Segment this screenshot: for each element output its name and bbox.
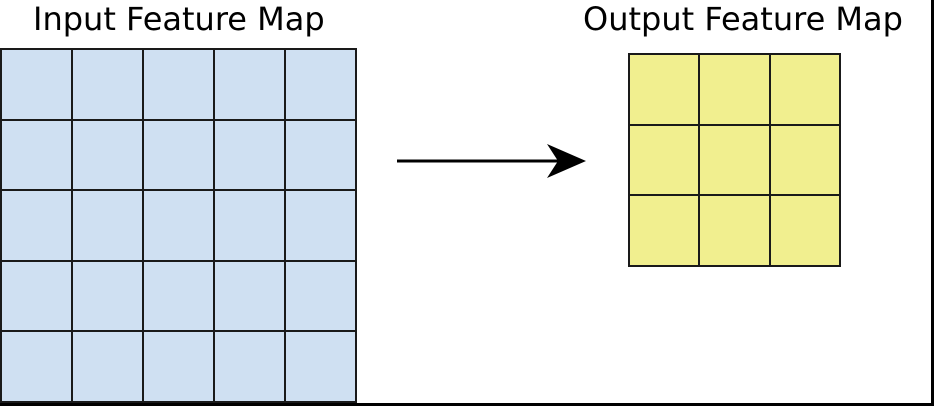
grid-cell — [630, 196, 699, 265]
figure-border-right — [931, 0, 934, 406]
input-feature-map-title: Input Feature Map — [33, 0, 325, 38]
input-feature-map-grid — [0, 48, 357, 403]
grid-cell — [2, 120, 71, 190]
grid-cell — [73, 120, 142, 190]
grid-cell — [73, 261, 142, 331]
grid-cell — [144, 191, 213, 260]
grid-cell — [2, 261, 71, 331]
arrow-head — [547, 144, 586, 178]
grid-cell — [73, 191, 142, 260]
grid-cell — [2, 332, 71, 401]
grid-cell — [215, 261, 284, 331]
grid-cell — [215, 191, 284, 260]
grid-cell — [286, 261, 355, 331]
output-feature-map-title: Output Feature Map — [583, 0, 903, 38]
grid-cell — [700, 125, 769, 195]
grid-cell — [286, 50, 355, 119]
grid-cell — [630, 55, 699, 124]
right-arrow-icon — [397, 144, 586, 178]
grid-cell — [2, 50, 71, 119]
grid-cell — [215, 332, 284, 401]
grid-cell — [286, 332, 355, 401]
grid-cell — [770, 125, 839, 195]
grid-cell — [144, 332, 213, 401]
grid-cell — [700, 196, 769, 265]
output-feature-map-grid — [628, 53, 841, 267]
grid-cell — [144, 261, 213, 331]
grid-cell — [286, 191, 355, 260]
grid-cell — [144, 50, 213, 119]
grid-cell — [73, 50, 142, 119]
grid-cell — [215, 50, 284, 119]
grid-cell — [630, 125, 699, 195]
grid-cell — [144, 120, 213, 190]
grid-cell — [286, 120, 355, 190]
grid-cell — [2, 191, 71, 260]
grid-cell — [700, 55, 769, 124]
grid-cell — [215, 120, 284, 190]
grid-cell — [73, 332, 142, 401]
grid-cell — [770, 55, 839, 124]
grid-cell — [770, 196, 839, 265]
figure-border-bottom — [0, 403, 934, 406]
